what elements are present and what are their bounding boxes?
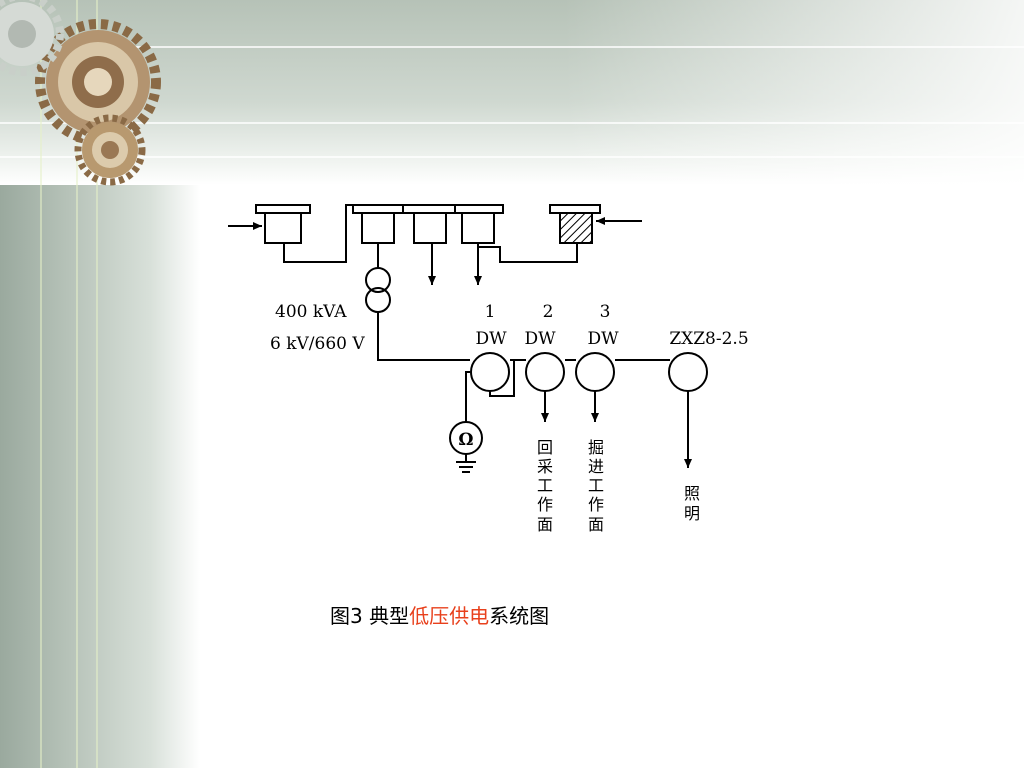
caption-highlight: 低压供电 [409,604,490,628]
breaker-1-symbol [470,352,510,392]
lighting-transformer-model: ZXZ8-2.5 [669,329,748,349]
breaker-1-number: 1 [485,302,496,322]
decor-line [0,46,1024,48]
decor-line [0,122,1024,124]
decor-line [76,0,78,768]
breaker-bus [489,359,670,397]
switchgear-cabinet-group [352,204,504,244]
caption-prefix: 图3 典型 [330,604,410,628]
svg-text:掘: 掘 [588,438,604,457]
transformer-voltage-label: 6 kV/660 V [270,334,365,354]
gear-icon [35,19,161,145]
ohm-symbol: Ω [458,430,473,450]
caption-suffix: 系统图 [489,604,550,628]
breaker-3-symbol [575,352,615,392]
transformer-output-line [377,312,470,361]
lighting-label: 照 明 [684,484,700,523]
background-top-fade [0,0,1024,185]
svg-text:明: 明 [684,504,700,523]
switchgear-cabinet-incoming-right [549,204,601,244]
switchgear-cabinet-incoming-left [255,204,311,244]
ground-icon [456,454,476,473]
svg-text:回: 回 [537,438,553,457]
svg-text:照: 照 [684,484,700,503]
breaker-2-type: DW [524,329,556,349]
decor-line [0,156,1024,158]
gear-icon [0,0,64,76]
breaker-3-type: DW [587,329,619,349]
svg-text:面: 面 [588,515,604,534]
svg-text:工: 工 [588,476,604,495]
svg-text:作: 作 [537,495,553,514]
svg-text:进: 进 [588,457,604,476]
bus-connection [477,243,578,263]
gears-decoration [0,0,161,186]
svg-text:面: 面 [537,515,553,534]
svg-text:工: 工 [537,476,553,495]
breaker-1-type: DW [475,329,507,349]
decor-line [96,0,98,768]
breaker-3-number: 3 [600,302,611,322]
bus-connection [283,204,353,263]
ground-relay-line [465,371,470,422]
svg-text:作: 作 [588,495,604,514]
decor-line [40,0,42,768]
lighting-transformer-symbol [668,352,708,392]
tunneling-face-label: 掘 进 工 作 面 [588,438,604,534]
transformer-symbol [365,267,391,313]
transformer-rating-label: 400 kVA [275,302,347,322]
svg-text:采: 采 [537,457,553,476]
figure-caption: 图3 典型低压供电系统图 [330,600,549,629]
mining-face-label: 回 采 工 作 面 [537,438,553,534]
breaker-2-symbol [525,352,565,392]
gear-icon [74,114,146,186]
breaker-2-number: 2 [543,302,554,322]
